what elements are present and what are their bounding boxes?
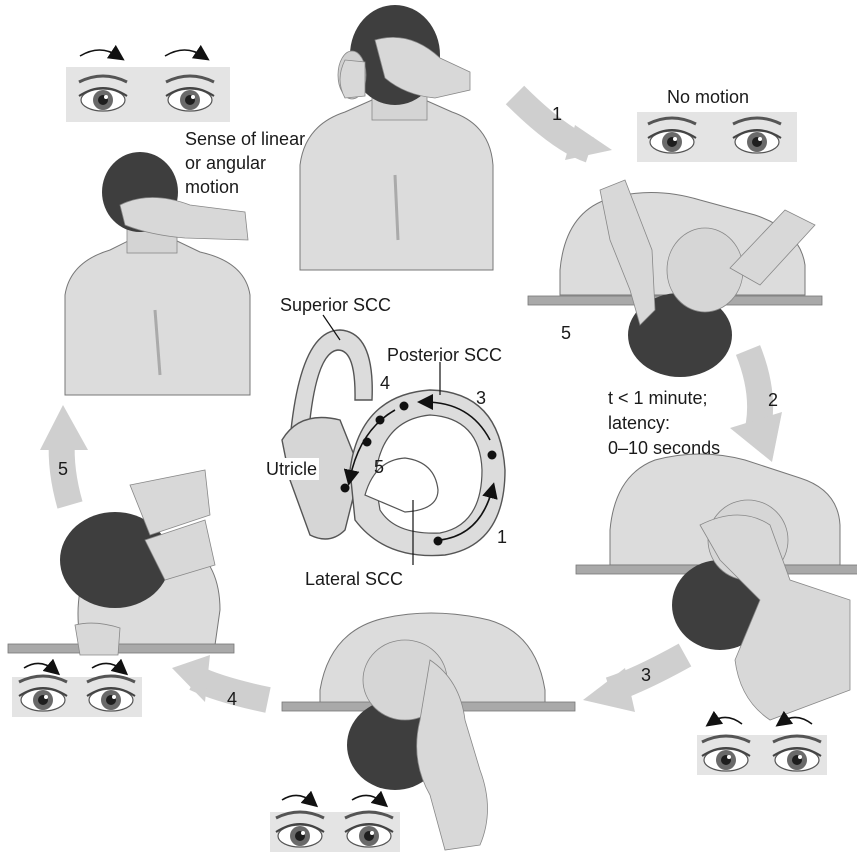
cycle-arrow-1	[515, 95, 612, 160]
label-sense-line2: or angular	[185, 152, 266, 174]
label-sense-line1: Sense of linear	[185, 128, 305, 150]
canal-number-3: 3	[476, 387, 486, 409]
label-time-line2: latency:	[608, 412, 670, 434]
canal-number-1: 1	[497, 526, 507, 548]
canal-number-4: 4	[380, 372, 390, 394]
step-number-4: 4	[227, 688, 237, 710]
label-posterior-scc: Posterior SCC	[387, 344, 502, 366]
cycle-arrow-5	[40, 405, 88, 505]
label-lateral-scc: Lateral SCC	[305, 568, 403, 590]
label-time-line3: 0–10 seconds	[608, 437, 720, 459]
label-superior-scc: Superior SCC	[280, 294, 391, 316]
label-no-motion: No motion	[667, 86, 749, 108]
patient-seated-top	[300, 5, 493, 270]
canal-number-5: 5	[374, 456, 384, 478]
step-number-3: 3	[641, 664, 651, 686]
eye-panel-top-left	[66, 50, 230, 122]
patient-side-lying-left	[8, 470, 234, 655]
patient-supine-right-upper	[528, 180, 822, 377]
position-number-5: 5	[561, 322, 571, 344]
label-sense-line3: motion	[185, 176, 239, 198]
cycle-arrow-3	[583, 655, 685, 712]
step-number-5: 5	[58, 458, 68, 480]
eye-panel-left-bottom	[12, 663, 142, 717]
eye-panel-bottom-center	[270, 795, 400, 852]
label-utricle: Utricle	[264, 458, 319, 480]
eye-panel-no-motion	[637, 112, 797, 162]
eye-panel-right-bottom	[697, 717, 827, 775]
label-time-line1: t < 1 minute;	[608, 387, 708, 409]
step-number-2: 2	[768, 389, 778, 411]
cycle-arrow-4	[172, 655, 268, 702]
step-number-1: 1	[552, 103, 562, 125]
